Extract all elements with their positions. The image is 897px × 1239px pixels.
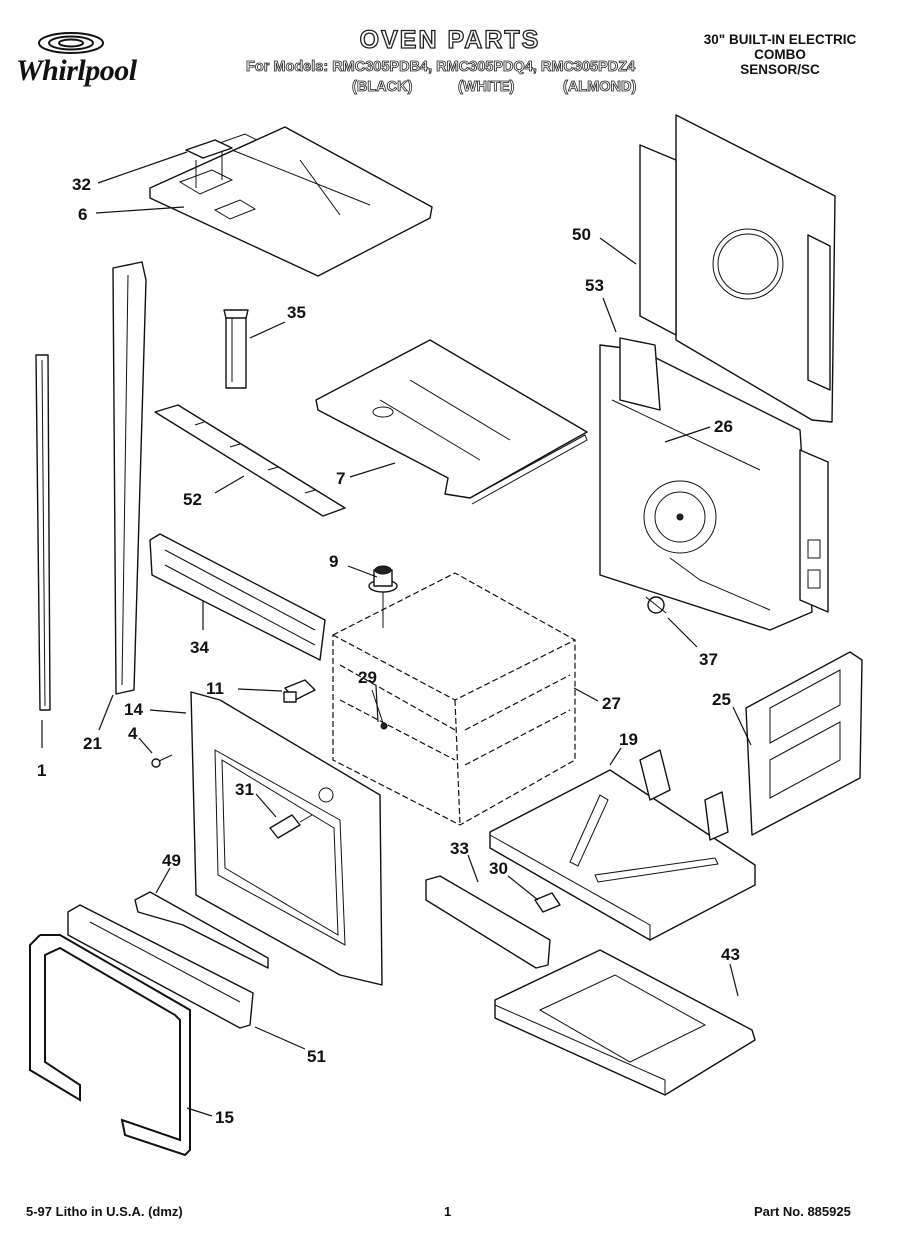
variant-black: (BLACK) xyxy=(352,79,413,96)
callout-19: 19 xyxy=(619,730,638,749)
front-bottom-trim xyxy=(425,875,551,969)
whirlpool-logo: Whirlpool xyxy=(14,30,189,90)
page-number: 1 xyxy=(444,1204,452,1219)
callout-4: 4 xyxy=(128,724,138,743)
leader-lines xyxy=(41,151,752,1117)
callout-33: 33 xyxy=(450,839,469,858)
door-gasket xyxy=(29,934,191,1157)
top-heat-shield xyxy=(315,339,588,505)
models-line: For Models: RMC305PDB4, RMC305PDQ4, RMC3… xyxy=(246,59,636,76)
light-shield xyxy=(134,891,269,969)
front-frame xyxy=(190,691,383,986)
callout-29: 29 xyxy=(358,668,377,687)
fan-motor-bracket xyxy=(645,596,667,614)
callout-15: 15 xyxy=(215,1108,234,1127)
rear-cover-panel xyxy=(639,114,836,423)
callout-7: 7 xyxy=(336,469,346,488)
callout-31: 31 xyxy=(235,780,254,799)
callout-53: 53 xyxy=(585,276,604,295)
callout-32: 32 xyxy=(72,175,91,194)
callout-9: 9 xyxy=(329,552,339,571)
callout-21: 21 xyxy=(83,734,102,753)
callout-51: 51 xyxy=(307,1047,326,1066)
callout-1: 1 xyxy=(37,761,47,780)
callout-50: 50 xyxy=(572,225,591,244)
vent-grille xyxy=(149,533,326,661)
side-trim-rail xyxy=(112,261,147,695)
callout-25: 25 xyxy=(712,690,731,709)
callout-35: 35 xyxy=(287,303,306,322)
variant-white: (WHITE) xyxy=(458,79,515,96)
light-socket xyxy=(269,814,313,839)
callout-43: 43 xyxy=(721,945,740,964)
callout-37: 37 xyxy=(699,650,718,669)
vent-baffle xyxy=(154,404,346,517)
rear-panel xyxy=(599,337,829,631)
callout-11: 11 xyxy=(206,679,224,698)
callout-49: 49 xyxy=(162,851,181,870)
side-trim-strip xyxy=(35,354,51,711)
control-side-panel xyxy=(745,651,863,836)
part-number: Part No. 885925 xyxy=(754,1204,851,1219)
screw xyxy=(151,754,173,768)
callout-30: 30 xyxy=(489,859,508,878)
callout-34: 34 xyxy=(190,638,209,657)
page-title: OVEN PARTS xyxy=(359,25,541,54)
callout-27: 27 xyxy=(602,694,621,713)
brand-wordmark: Whirlpool xyxy=(16,54,137,87)
callout-6: 6 xyxy=(78,205,88,224)
thermal-switch xyxy=(368,565,398,628)
small-bracket xyxy=(223,309,249,389)
callout-52: 52 xyxy=(183,490,202,509)
door-vent-trim xyxy=(67,904,254,1029)
oven-cavity xyxy=(332,572,576,826)
product-description: 30" BUILT-IN ELECTRIC COMBO SENSOR/SC xyxy=(690,32,870,77)
bottom-pan xyxy=(494,949,756,1096)
oven-bottom xyxy=(489,749,756,941)
whirlpool-swirl-icon xyxy=(38,32,104,54)
top-panel xyxy=(149,126,433,277)
probe xyxy=(371,689,388,730)
variant-almond: (ALMOND) xyxy=(563,79,637,96)
callout-26: 26 xyxy=(714,417,733,436)
callout-14: 14 xyxy=(124,700,143,719)
product-line-3: SENSOR/SC xyxy=(740,62,820,77)
product-line-1: 30" BUILT-IN ELECTRIC xyxy=(703,32,857,47)
bracket-clip xyxy=(534,892,561,913)
connector xyxy=(283,679,316,703)
product-line-2: COMBO xyxy=(754,47,806,62)
sensor-bracket xyxy=(185,139,233,188)
footer-print-info: 5-97 Litho in U.S.A. (dmz) xyxy=(26,1204,183,1219)
